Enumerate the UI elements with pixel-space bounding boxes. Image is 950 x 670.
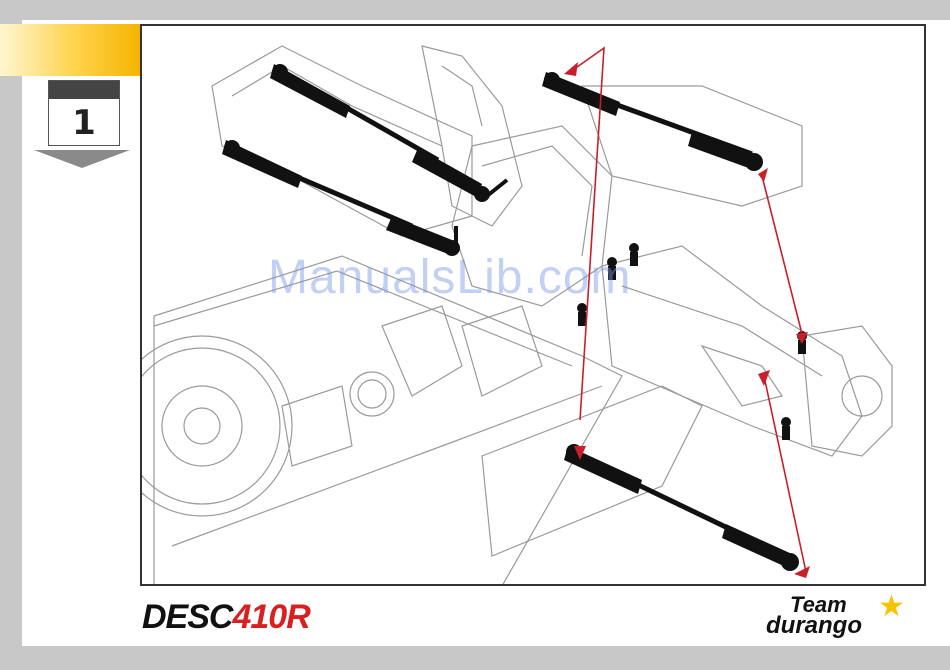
step-arrow-icon	[34, 150, 130, 168]
assembly-illustration	[140, 24, 926, 586]
star-icon: ★	[878, 592, 905, 622]
chassis-linework	[142, 46, 892, 586]
brand-logo: Team durango ★	[760, 592, 920, 642]
assembly-arrows	[570, 48, 806, 572]
step-box-header	[49, 81, 119, 99]
brand-logo-line-2: durango	[766, 612, 862, 640]
watermark-text: ManualsLib.com	[268, 250, 632, 305]
product-logo-part-a: DESC	[142, 598, 232, 636]
product-logo: DESC410R	[142, 598, 310, 637]
assembly-drawing	[142, 26, 926, 586]
turnbuckle-lower	[564, 444, 799, 571]
step-number: 1	[49, 101, 119, 145]
section-tab	[0, 24, 140, 76]
product-logo-part-b: 410	[232, 598, 286, 636]
step-box: 1	[48, 80, 120, 146]
arrow-heads	[564, 62, 810, 578]
turnbuckle-rear-toe	[542, 72, 763, 171]
product-logo-part-c: R	[286, 598, 310, 636]
